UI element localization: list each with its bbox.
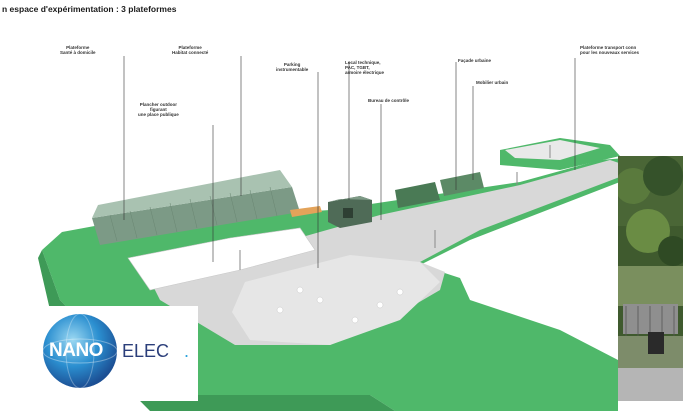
diagram-title: n espace d'expérimentation : 3 plateform… [2,4,177,14]
callout-habitat: Plateforme Habitat connecté [172,45,209,56]
technical-roof [328,196,372,202]
globe-icon [42,313,118,389]
callout-local: Local technique, PAC, TGBT, armoire élec… [345,60,385,76]
light-poles [239,145,551,270]
parking-markers [276,286,404,324]
facade-building-1 [395,182,440,208]
greenhouse-front [92,187,300,245]
callout-plancher: Plancher outdoor figurant une place publ… [138,102,179,118]
plaza-surface [127,227,316,291]
callout-mobilier: Mobilier urbain [476,80,509,85]
greenhouse-roof [92,170,292,218]
logo-text-dot: . [184,341,190,361]
orange-marking [290,206,322,217]
far-pavement [505,140,600,160]
callout-parking: Parking instrumentable [276,62,309,73]
nanoelec-logo: NANO ELEC . [36,306,198,401]
callout-bureau: Bureau de contrôle [368,98,410,103]
parking-surface [232,255,440,345]
logo-text-nano: NANO [49,340,103,361]
greenhouse-ribs [109,186,278,242]
callout-transport: Plateforme transport conn pour les nouve… [580,45,640,56]
site-photo [618,156,683,401]
callout-facade: Façade urbaine [458,58,492,63]
callout-lines [123,56,576,268]
logo-text-elec: ELEC [122,341,170,361]
callout-sante: Plateforme Santé à domicile [60,45,96,56]
technical-door [343,208,353,218]
